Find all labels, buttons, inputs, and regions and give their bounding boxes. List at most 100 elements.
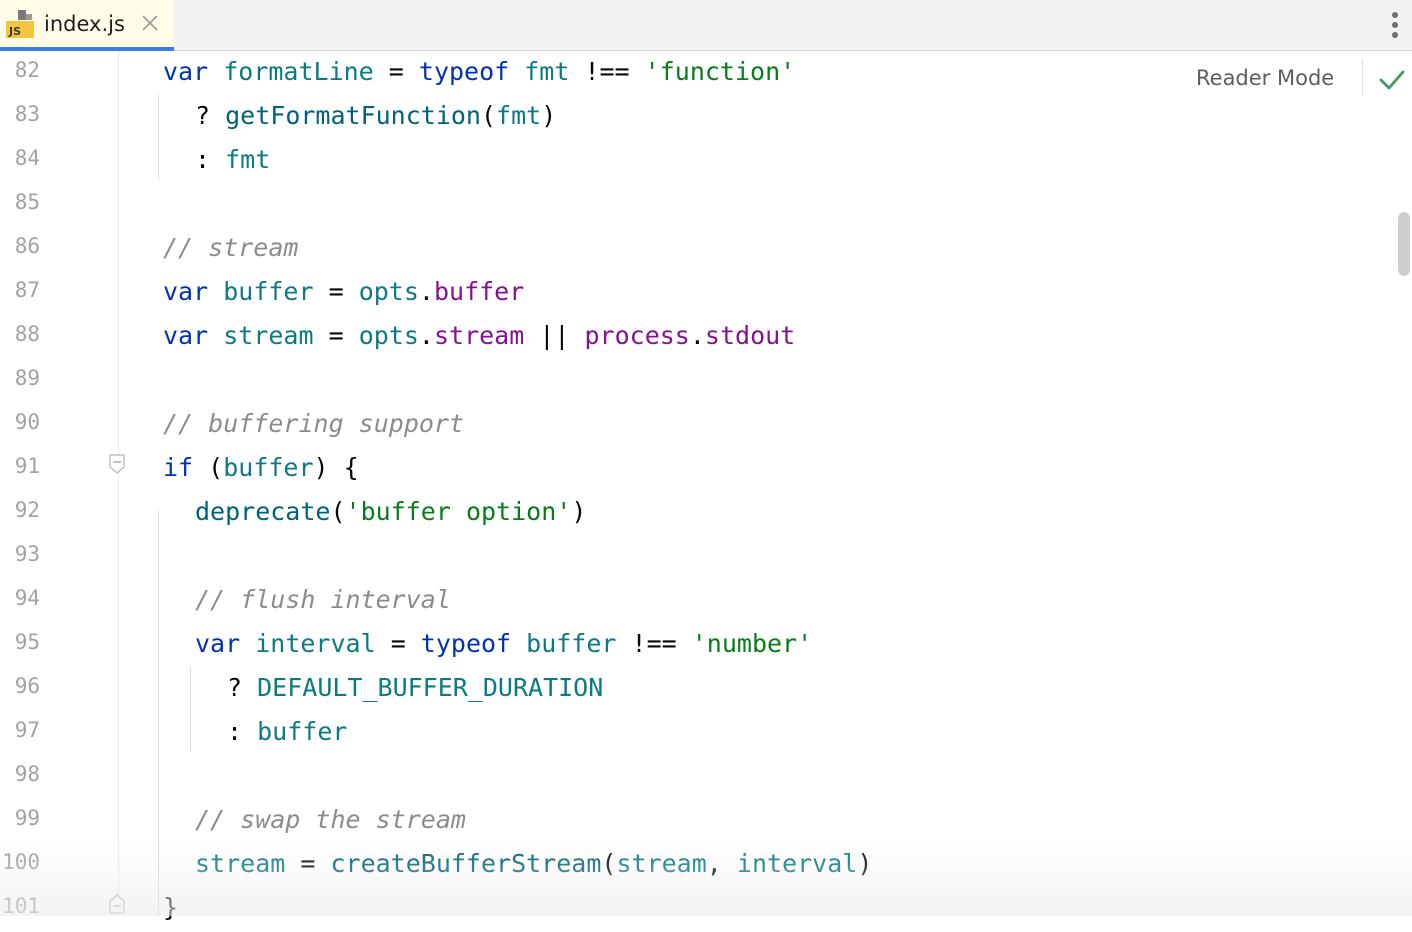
code-token: typeof bbox=[418, 57, 525, 86]
code-token: opts bbox=[358, 321, 419, 350]
code-token: fmt bbox=[496, 101, 542, 130]
line-number: 83 bbox=[14, 102, 40, 126]
code-token: , bbox=[706, 849, 737, 878]
code-token: // flush interval bbox=[195, 585, 451, 614]
line-number: 85 bbox=[14, 190, 40, 214]
code-token: fmt bbox=[524, 57, 570, 86]
code-token: ( bbox=[208, 453, 224, 482]
code-token: buffer bbox=[257, 717, 348, 746]
line-number: 94 bbox=[14, 586, 40, 610]
line-number: 84 bbox=[14, 146, 40, 170]
code-token: createBufferStream bbox=[330, 849, 602, 878]
code-token: stream bbox=[195, 849, 286, 878]
code-token: ) bbox=[541, 101, 557, 130]
code-line: : buffer bbox=[227, 712, 347, 756]
code-token: formatLine bbox=[223, 57, 374, 86]
code-editor[interactable]: var formatLine = typeof fmt !== 'functio… bbox=[119, 51, 1412, 922]
line-number: 99 bbox=[14, 806, 40, 830]
code-token: 'number' bbox=[691, 629, 813, 658]
code-token: // stream bbox=[163, 233, 299, 262]
code-token: } bbox=[163, 893, 179, 922]
more-options-icon[interactable] bbox=[1388, 10, 1402, 40]
tab-label: index.js bbox=[44, 12, 125, 36]
code-token: typeof bbox=[420, 629, 527, 658]
editor-tab-bar: JS index.js bbox=[0, 0, 1412, 51]
code-token: = bbox=[313, 321, 359, 350]
code-token: // buffering support bbox=[163, 409, 465, 438]
code-token: ) { bbox=[313, 453, 359, 482]
code-line: var stream = opts.stream || process.stdo… bbox=[163, 316, 795, 360]
code-token: var bbox=[195, 629, 256, 658]
code-line: var interval = typeof buffer !== 'number… bbox=[195, 624, 812, 668]
line-number: 91 bbox=[14, 454, 40, 478]
code-token: ) bbox=[571, 497, 587, 526]
indent-guide bbox=[158, 511, 159, 916]
code-line: var buffer = opts.buffer bbox=[163, 272, 524, 316]
tab-index-js[interactable]: JS index.js bbox=[0, 0, 174, 51]
code-token: if bbox=[163, 453, 209, 482]
line-number: 92 bbox=[14, 498, 40, 522]
code-line: // swap the stream bbox=[195, 800, 466, 844]
code-token: var bbox=[163, 321, 224, 350]
code-token: ) bbox=[857, 849, 873, 878]
code-line: : fmt bbox=[195, 140, 270, 184]
line-number: 82 bbox=[14, 58, 40, 82]
indent-guide bbox=[190, 667, 191, 751]
code-token: stream bbox=[223, 321, 314, 350]
code-token: DEFAULT_BUFFER_DURATION bbox=[257, 673, 604, 702]
code-token: !== bbox=[569, 57, 645, 86]
code-token: ? bbox=[195, 101, 226, 130]
separator bbox=[1362, 58, 1363, 96]
indent-guide bbox=[158, 95, 159, 179]
line-number: 90 bbox=[14, 410, 40, 434]
line-number: 95 bbox=[14, 630, 40, 654]
code-line: if (buffer) { bbox=[163, 448, 359, 492]
reader-mode-button[interactable]: Reader Mode bbox=[1196, 66, 1335, 90]
code-token: stream bbox=[433, 321, 525, 350]
code-line: // buffering support bbox=[163, 404, 464, 448]
code-line: deprecate('buffer option') bbox=[195, 492, 586, 536]
code-token: . bbox=[689, 321, 705, 350]
line-number: 96 bbox=[14, 674, 40, 698]
vertical-scrollbar-thumb[interactable] bbox=[1398, 212, 1410, 276]
code-token: opts bbox=[358, 277, 419, 306]
line-number: 101 bbox=[2, 894, 40, 918]
code-token: : bbox=[195, 145, 226, 174]
checkmark-icon[interactable] bbox=[1378, 66, 1406, 94]
fold-toggle-icon[interactable] bbox=[109, 454, 125, 474]
line-number: 89 bbox=[14, 366, 40, 390]
code-token: ( bbox=[480, 101, 497, 130]
code-token: // swap the stream bbox=[195, 805, 466, 834]
code-token: fmt bbox=[225, 145, 271, 174]
code-token: || bbox=[524, 321, 585, 350]
code-token: . bbox=[418, 321, 434, 350]
code-token: ( bbox=[601, 849, 617, 878]
code-token: buffer bbox=[223, 277, 314, 306]
line-number: 86 bbox=[14, 234, 40, 258]
code-token: buffer bbox=[433, 277, 525, 306]
code-token: ? bbox=[227, 673, 258, 702]
code-token: = bbox=[373, 57, 419, 86]
code-line: var formatLine = typeof fmt !== 'functio… bbox=[163, 52, 795, 96]
code-token: process bbox=[584, 321, 690, 350]
code-line: ? getFormatFunction(fmt) bbox=[195, 96, 556, 140]
line-number: 100 bbox=[2, 850, 40, 874]
code-line: ? DEFAULT_BUFFER_DURATION bbox=[227, 668, 603, 712]
code-token: 'function' bbox=[644, 57, 796, 86]
code-token: deprecate bbox=[195, 497, 331, 526]
code-token: interval bbox=[255, 629, 376, 658]
code-token: !== bbox=[616, 629, 692, 658]
code-token: stdout bbox=[704, 321, 796, 350]
code-token: var bbox=[163, 277, 224, 306]
line-number: 93 bbox=[14, 542, 40, 566]
code-token: : bbox=[227, 717, 258, 746]
line-number: 98 bbox=[14, 762, 40, 786]
code-token: . bbox=[418, 277, 434, 306]
code-line: } bbox=[163, 888, 178, 932]
code-token: var bbox=[163, 57, 224, 86]
line-number: 88 bbox=[14, 322, 40, 346]
code-token: buffer bbox=[526, 629, 617, 658]
close-icon[interactable] bbox=[140, 13, 160, 33]
code-line: stream = createBufferStream(stream, inte… bbox=[195, 844, 872, 888]
